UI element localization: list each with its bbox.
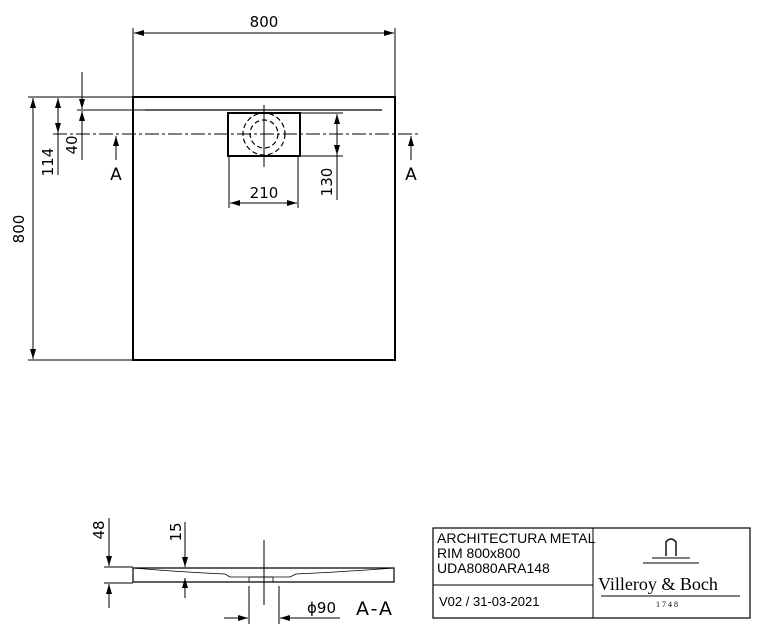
article-code: UDA8080ARA148	[437, 560, 550, 576]
product-variant: RIM 800x800	[437, 545, 521, 561]
offset-114-dimension: 114	[39, 148, 57, 177]
drain-depth-dimension: 130	[318, 168, 336, 197]
section-label: A-A	[356, 598, 394, 620]
section-mark-left: A	[110, 165, 122, 185]
drain-width-dimension: 210	[250, 184, 279, 202]
plan-view	[28, 28, 420, 361]
width-dimension: 800	[250, 13, 279, 31]
section-mark-right: A	[405, 165, 417, 185]
title-block	[432, 527, 751, 619]
brand-logo-text: Villeroy & Boch	[598, 574, 718, 594]
rim-height-dimension: 15	[167, 522, 185, 541]
offset-40-dimension: 40	[63, 135, 81, 154]
drain-diameter-dimension: ϕ90	[307, 599, 336, 617]
product-name: ARCHITECTURA METAL	[437, 530, 596, 546]
version-date: V02 / 31-03-2021	[439, 594, 540, 609]
tray-height-dimension: 48	[90, 520, 108, 539]
brand-year: 1748	[656, 600, 680, 609]
section-view	[104, 518, 395, 624]
product-info: ARCHITECTURA METAL RIM 800x800 UDA8080AR…	[437, 531, 595, 576]
depth-dimension: 800	[10, 215, 28, 244]
